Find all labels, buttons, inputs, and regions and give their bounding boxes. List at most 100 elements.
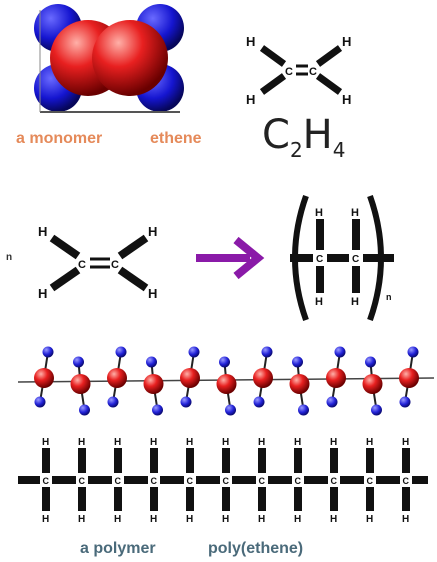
atom-gap (40, 435, 52, 448)
atom-gap (364, 511, 376, 524)
atom-gap (256, 473, 268, 487)
hydrogen-ball (225, 404, 236, 416)
reaction: n H H H H C C C (6, 194, 394, 322)
atom-gap (148, 435, 160, 448)
atom-gap (76, 473, 88, 487)
atom-h: H (246, 92, 255, 107)
hydrogen-ball (73, 356, 84, 368)
label-ethene: ethene (150, 130, 202, 147)
atom-c: C (331, 476, 338, 486)
repeat-unit: C C H H H H n (290, 194, 394, 322)
atom-h: H (78, 437, 85, 448)
atom-h: H (186, 437, 193, 448)
atom-h: H (150, 437, 157, 448)
atom-c: C (316, 254, 323, 265)
atom-h: H (351, 207, 359, 219)
hydrogen-ball (371, 404, 382, 416)
hydrogen-ball (399, 396, 411, 408)
carbon-ball (216, 374, 237, 394)
carbon-ball (253, 368, 273, 388)
carbon-ball (180, 368, 200, 388)
atom-gap (364, 435, 376, 448)
atom-h: H (330, 514, 337, 525)
atom-c: C (295, 476, 302, 486)
atom-gap (256, 511, 268, 524)
atom-h: H (402, 437, 409, 448)
hydrogen-ball (34, 396, 46, 408)
atom-c: C (43, 476, 50, 486)
atom-h: H (186, 514, 193, 525)
multiplier-n: n (6, 252, 12, 263)
atom-c: C (259, 476, 266, 486)
ball-and-stick-chain (17, 346, 435, 416)
atom-h: H (258, 514, 265, 525)
atom-gap (292, 511, 304, 524)
repeat-subscript-n: n (386, 292, 392, 302)
carbon-ball (143, 374, 164, 394)
atom-h: H (342, 92, 351, 107)
atom-h: H (148, 224, 157, 239)
carbon-ball (34, 368, 54, 388)
atom-gap (148, 511, 160, 524)
atom-h: H (246, 34, 255, 49)
hydrogen-ball (298, 404, 309, 416)
hydrogen-ball (188, 346, 200, 358)
atom-h: H (315, 296, 323, 308)
hydrogen-ball (79, 404, 90, 416)
atom-h: H (148, 286, 157, 301)
reaction-arrow (196, 236, 265, 280)
space-filling-model (34, 4, 184, 113)
atom-gap (76, 511, 88, 524)
atom-c: C (403, 476, 410, 486)
atom-gap (112, 511, 124, 524)
hydrogen-ball (152, 404, 163, 416)
hydrogen-ball (407, 346, 419, 358)
atom-gap (328, 473, 340, 487)
label-poly-ethene: poly(ethene) (208, 540, 304, 557)
carbon-ball (362, 374, 383, 394)
carbon-ball (92, 20, 168, 96)
atom-h: H (294, 437, 301, 448)
carbon-ball (70, 374, 91, 394)
atom-c: C (151, 476, 158, 486)
atom-gap (256, 435, 268, 448)
atom-gap (184, 435, 196, 448)
atom-gap (220, 473, 232, 487)
atom-c: C (285, 66, 293, 78)
atom-h: H (38, 224, 47, 239)
atom-c: C (309, 66, 317, 78)
atom-h: H (315, 207, 323, 219)
atom-gap (400, 511, 412, 524)
molecular-formula: C2H4 (262, 112, 346, 162)
hydrogen-ball (180, 396, 192, 408)
atom-gap (184, 511, 196, 524)
atom-h: H (294, 514, 301, 525)
atom-h: H (38, 286, 47, 301)
atom-h: H (258, 437, 265, 448)
atom-gap (328, 435, 340, 448)
atom-h: H (330, 437, 337, 448)
atom-h: H (222, 514, 229, 525)
atom-h: H (114, 514, 121, 525)
atom-h: H (342, 34, 351, 49)
atom-h: H (114, 437, 121, 448)
atom-c: C (115, 476, 122, 486)
atom-c: C (111, 259, 119, 271)
hydrogen-ball (146, 356, 157, 368)
hydrogen-ball (261, 346, 273, 358)
atom-c: C (352, 254, 359, 265)
atom-h: H (42, 514, 49, 525)
hydrogen-ball (115, 346, 127, 358)
carbon-ball (107, 368, 127, 388)
atom-c: C (187, 476, 194, 486)
atom-c: C (367, 476, 374, 486)
atom-gap (184, 473, 196, 487)
atom-gap (328, 511, 340, 524)
atom-gap (292, 473, 304, 487)
carbon-ball (326, 368, 346, 388)
atom-c: C (78, 259, 86, 271)
label-monomer: a monomer (16, 130, 103, 147)
carbon-ball (399, 368, 419, 388)
atom-gap (40, 473, 52, 487)
